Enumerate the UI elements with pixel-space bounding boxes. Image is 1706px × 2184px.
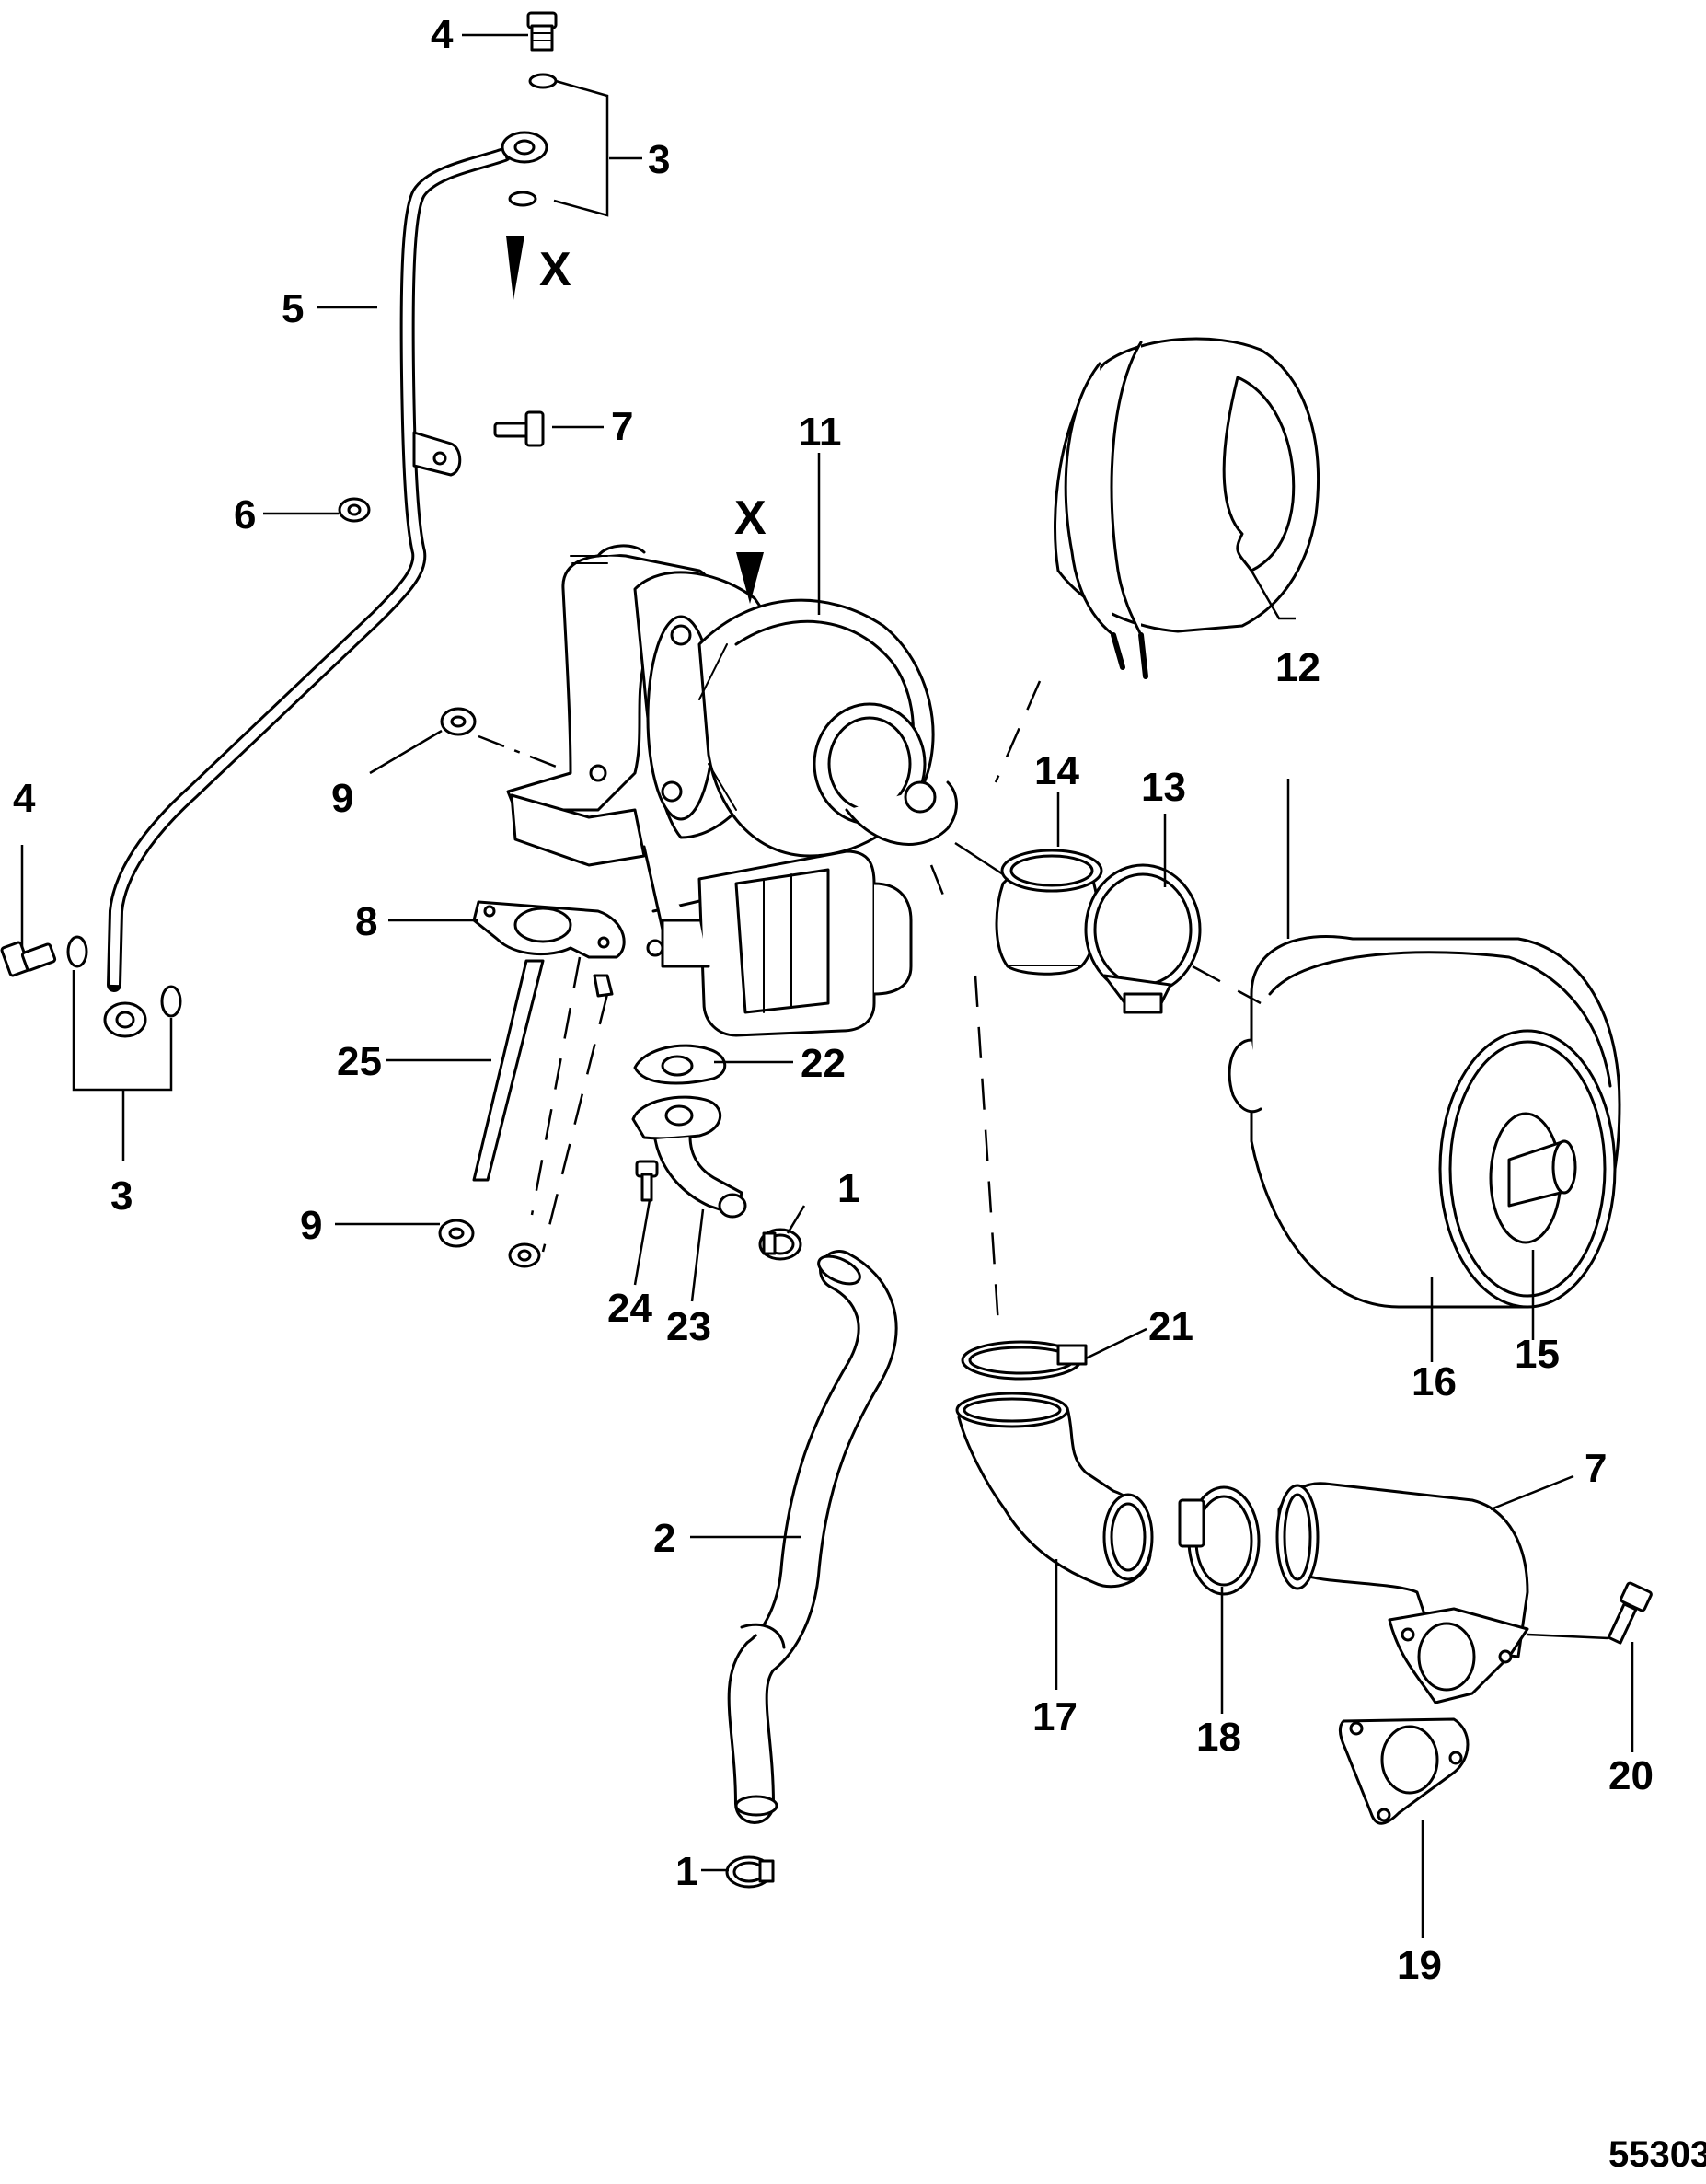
oil-drain-tube (631, 1095, 747, 1219)
turbo-gasket (472, 900, 626, 959)
callout-17: 17 (1032, 1694, 1078, 1739)
callout-5: 5 (282, 286, 304, 331)
air-filter-cover (1054, 337, 1320, 679)
mounting-stud-hidden (593, 974, 614, 998)
oil-feed-line (103, 131, 548, 1038)
callout-14: 14 (1034, 748, 1079, 793)
callout-3-left: 3 (110, 1173, 133, 1219)
callout-1-upper: 1 (837, 1166, 859, 1211)
callout-7-lower: 7 (1585, 1446, 1607, 1491)
sealing-washer-top-lower (508, 191, 537, 207)
oil-drain-hose (727, 1250, 898, 1824)
callout-21: 21 (1148, 1304, 1193, 1349)
callout-4-left: 4 (13, 776, 36, 821)
drain-tube-bolt (635, 1160, 659, 1202)
callout-1-lower: 1 (675, 1849, 697, 1894)
hose-clamp-21 (961, 1340, 1088, 1381)
callout-20: 20 (1608, 1753, 1654, 1798)
callout-4-top: 4 (431, 12, 454, 57)
callout-19: 19 (1397, 1943, 1442, 1988)
duct-bolt (1607, 1581, 1653, 1645)
hose-clamp-lower (725, 1855, 775, 1889)
leader-lines (20, 33, 1634, 1938)
air-intake-duct (1275, 1482, 1529, 1704)
banjo-bolt-left (0, 941, 57, 977)
callout-6: 6 (234, 492, 256, 537)
callout-18: 18 (1196, 1715, 1241, 1760)
hose-clamp-upper (758, 1228, 802, 1261)
callout-9-upper: 9 (331, 776, 353, 821)
alignment-lines (478, 680, 1290, 1326)
nut-lower-hidden (508, 1242, 541, 1268)
nut-upper (440, 707, 477, 736)
callout-7-upper: 7 (611, 404, 633, 449)
callout-9-lower: 9 (300, 1203, 322, 1248)
x-marker-arrow-turbo (736, 552, 764, 604)
callout-16: 16 (1412, 1359, 1457, 1404)
callout-8: 8 (355, 899, 377, 944)
callout-23: 23 (666, 1304, 711, 1349)
air-duct-clamp (1178, 1485, 1261, 1596)
banjo-bolt-top (526, 11, 558, 52)
nut-lower (438, 1219, 475, 1248)
bolt-upper (493, 410, 545, 447)
x-marker-arrow-top (506, 236, 524, 300)
callout-22: 22 (801, 1041, 846, 1086)
sealing-washer-left-a (66, 935, 88, 968)
callout-2: 2 (653, 1516, 675, 1561)
callout-11: 11 (799, 410, 842, 455)
air-inlet-elbow (955, 1392, 1154, 1589)
turbo-actuator (646, 849, 913, 1037)
nut-6 (338, 497, 371, 523)
x-marker-turbo: X (734, 491, 767, 545)
duct-gasket (1339, 1717, 1470, 1825)
air-inlet-sleeve (995, 849, 1103, 976)
callout-24: 24 (607, 1286, 652, 1331)
x-marker-top: X (539, 243, 571, 296)
callout-15: 15 (1515, 1332, 1560, 1377)
callout-3-top: 3 (648, 137, 670, 182)
turbocharger (506, 544, 958, 941)
drain-flange-gasket (633, 1044, 726, 1085)
figure-number: 55303 (1608, 2134, 1706, 2175)
callout-12: 12 (1275, 645, 1320, 690)
air-filter-element (1228, 935, 1621, 1309)
callout-13: 13 (1141, 765, 1186, 810)
sealing-washer-left-b (160, 985, 182, 1018)
sealing-washer-top-upper (528, 73, 558, 89)
mounting-stud (472, 959, 545, 1182)
air-inlet-clamp (1084, 863, 1202, 1014)
callout-25: 25 (337, 1039, 382, 1084)
